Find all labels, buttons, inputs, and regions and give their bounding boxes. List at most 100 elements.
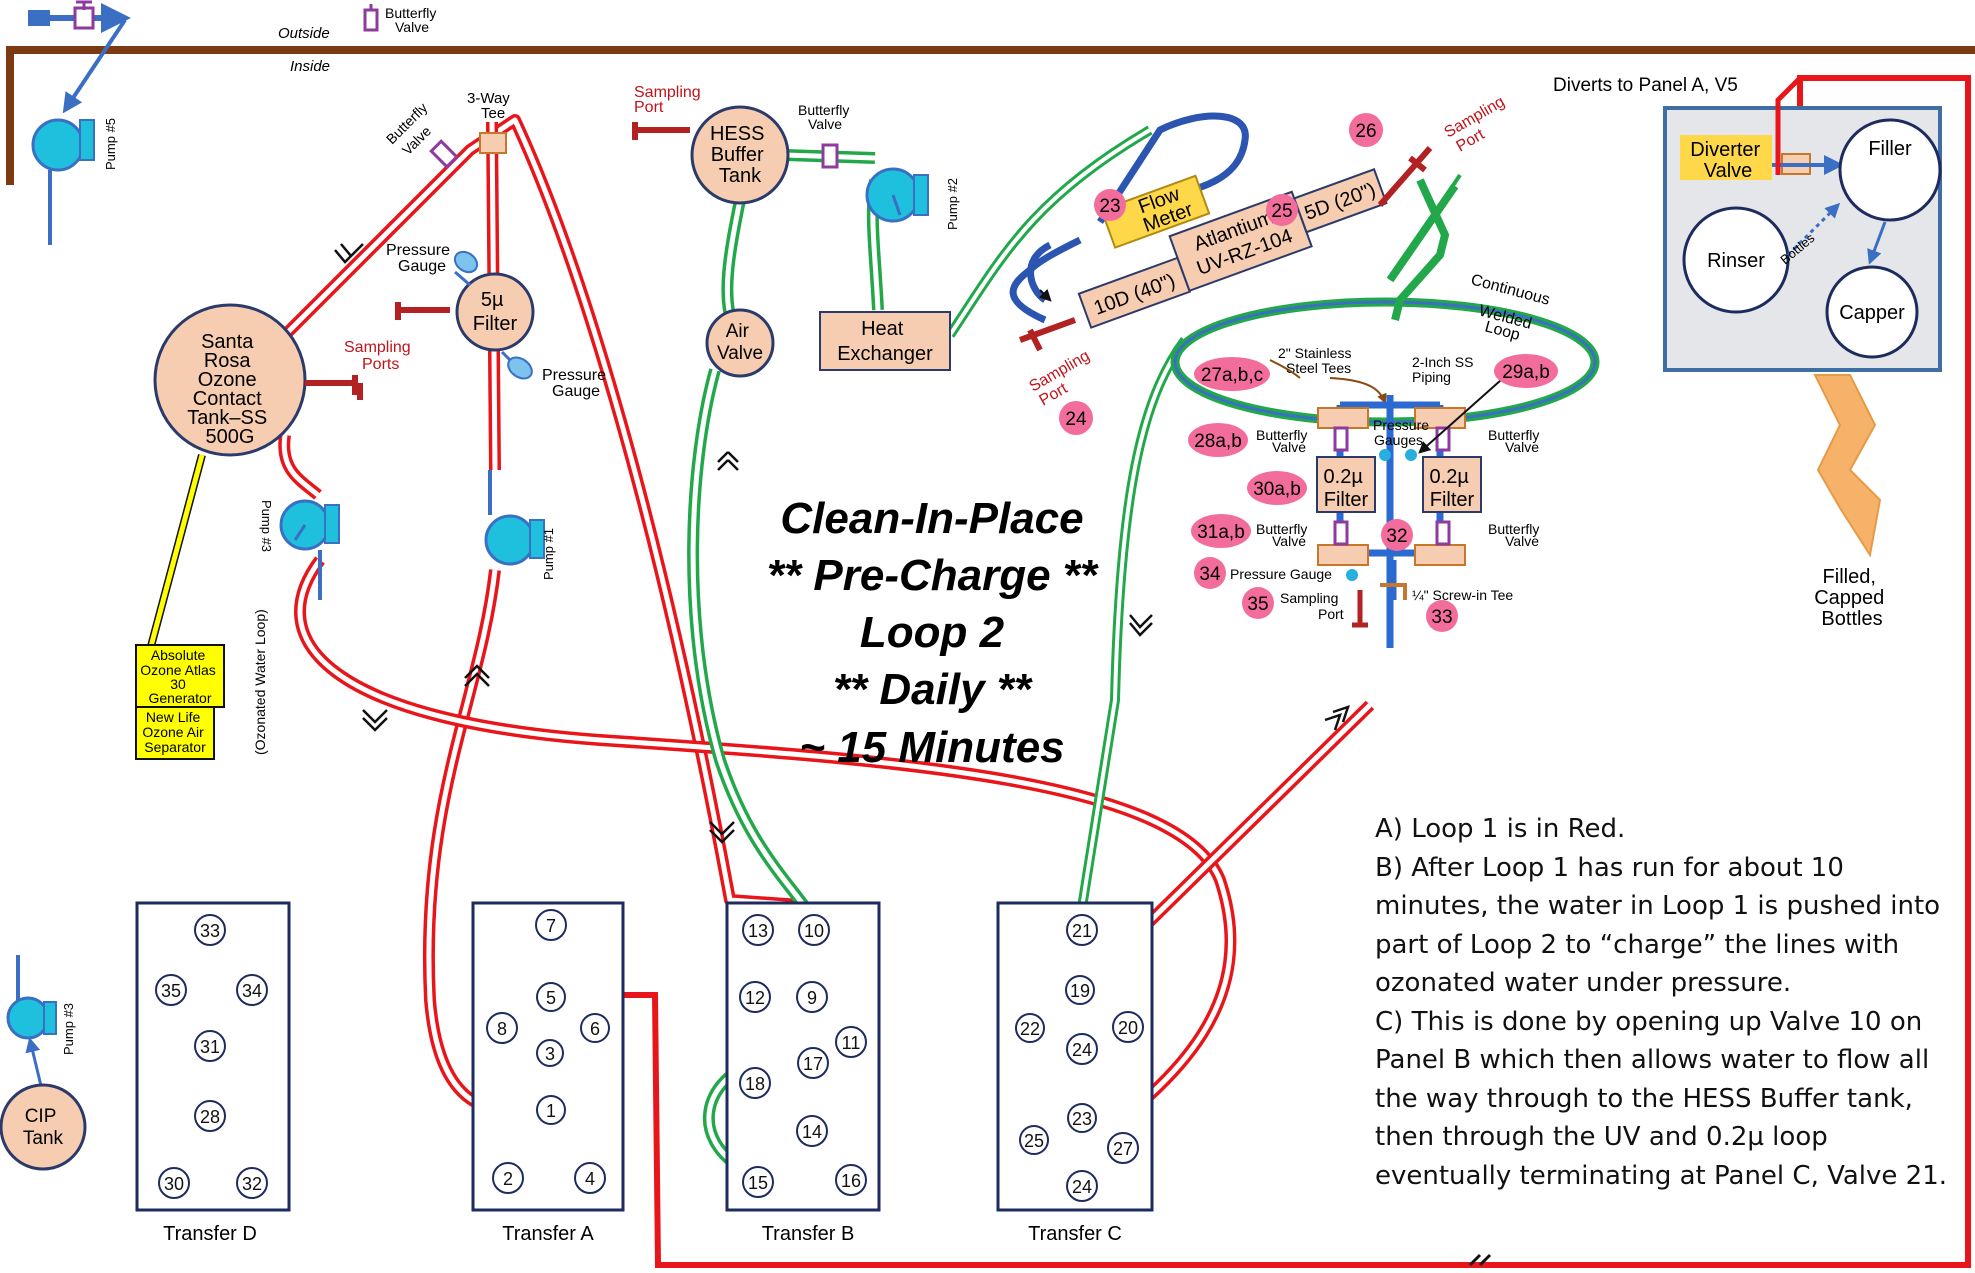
svg-text:Sampling: Sampling [1280,590,1338,606]
svg-text:Absolute Ozone Atlas: Absolute Ozone Atlas 30 Generator [140,647,219,706]
svg-text:New Life Ozone Air: New Life Ozone Air Separator [142,709,207,755]
badge-35: 35 [1242,587,1274,619]
note-a: A) Loop 1 is in Red. [1375,814,1626,844]
svg-text:0.2µ Filter: 0.2µ Filter [1324,466,1369,511]
filter-02-right: 0.2µ Filter [1422,456,1482,513]
air-separator: New Life Ozone Air Separator [135,706,215,760]
svg-text:25: 25 [1271,201,1292,222]
svg-text:Butterfly: Butterfly [1256,521,1307,537]
svg-text:Transfer A: Transfer A [502,1223,594,1245]
svg-text:33: 33 [1431,607,1452,628]
svg-text:27a,b,c: 27a,b,c [1201,365,1263,386]
svg-text:1: 1 [546,1101,556,1121]
svg-text:Santa Rosa Ozone: Santa Rosa Ozone Contact Tank–SS 500G [187,331,273,448]
badge-28: 28a,b [1188,423,1248,457]
svg-text:Valve: Valve [1505,533,1539,549]
badge-32: 32 [1381,519,1413,551]
svg-text:Capper: Capper [1839,302,1905,324]
svg-text:28: 28 [200,1107,220,1127]
svg-text:35: 35 [1247,594,1268,615]
three-way-tee: 3-Way Tee [467,90,510,154]
svg-text:Rinser: Rinser [1707,250,1765,272]
svg-text:Pump #3: Pump #3 [61,1003,76,1055]
svg-text:Pump #2: Pump #2 [945,178,960,230]
svg-text:32: 32 [1386,526,1407,547]
stainless-tees-label: 2" Stainless Steel Tees [1269,345,1387,404]
filling-station: Diverts to Panel A, V5 Diverter Valve Fi… [1553,75,1942,630]
badge-23: 23 [1094,189,1126,221]
badge-25: 25 [1266,194,1298,226]
svg-text:Loop 2: Loop 2 [860,608,1005,657]
svg-text:Butterfly: Butterfly [1488,521,1539,537]
diverts-label: Diverts to Panel A, V5 [1553,75,1738,96]
svg-text:0.2µ Filter: 0.2µ Filter [1430,466,1475,511]
svg-text:Valve: Valve [1505,439,1539,455]
svg-text:4: 4 [585,1169,595,1189]
heat-exchanger: Heat Exchanger [819,311,951,371]
svg-text:Port: Port [1318,606,1344,622]
badge-33: 33 [1426,600,1458,632]
badge-31: 31a,b [1191,514,1251,548]
svg-text:Clean-In-Place: Clean-In-Place [780,494,1083,543]
svg-text:35: 35 [161,981,181,1001]
sampling-port-hess: Sampling Port [632,84,701,140]
svg-text:10: 10 [804,921,824,941]
svg-text:6: 6 [590,1019,600,1039]
svg-text:Pressure Gauge: Pressure Gauge [1230,566,1332,582]
svg-text:2-Inch SS: 2-Inch SS [1412,354,1473,370]
svg-text:31: 31 [200,1037,220,1057]
transfer-panel-d: Transfer D 33 35 34 31 28 30 32 [135,901,291,1245]
svg-text:24: 24 [1072,1177,1092,1197]
sampling-port-uv-bottom: Sampling Port [1027,347,1093,409]
svg-text:2: 2 [503,1169,513,1189]
svg-text:8: 8 [497,1019,507,1039]
inside-label: Inside [290,58,330,75]
ss-piping-label: 2-Inch SS Piping [1412,354,1473,385]
sampling-ports-tank: Sampling Ports [305,302,450,400]
svg-text:~ 15 Minutes: ~ 15 Minutes [799,723,1064,772]
svg-text:** Daily **: ** Daily ** [833,665,1033,714]
svg-text:3: 3 [545,1044,555,1064]
air-valve: Air Valve [705,308,775,378]
svg-text:Pressure: Pressure [1373,417,1429,433]
outside-label: Outside [278,25,330,42]
svg-text:27: 27 [1113,1139,1133,1159]
svg-text:Tee: Tee [481,105,505,122]
hess-buffer-tank: HESS Buffer Tank [690,105,790,205]
svg-text:2" Stainless: 2" Stainless [1278,345,1351,361]
svg-text:20: 20 [1118,1018,1138,1038]
svg-text:26: 26 [1355,121,1376,142]
svg-text:Port: Port [634,99,664,116]
svg-text:7: 7 [546,916,556,936]
intake-valve [28,0,131,33]
svg-text:34: 34 [242,981,262,1001]
svg-text:33: 33 [200,921,220,941]
filter-02-left: 0.2µ Filter [1316,456,1376,513]
svg-text:Pressure: Pressure [542,367,606,384]
svg-text:Heat Exchanger: Heat Exchanger [837,318,933,365]
svg-text:22: 22 [1020,1019,1040,1039]
svg-text:17: 17 [803,1054,823,1074]
svg-text:12: 12 [745,988,765,1008]
svg-text:31a,b: 31a,b [1197,522,1245,543]
svg-text:21: 21 [1072,921,1092,941]
svg-text:28a,b: 28a,b [1194,431,1242,452]
svg-text:Valve: Valve [395,19,429,35]
note-c: C) This is done by opening up Valve 10 o… [1375,1006,1948,1191]
pump-2: Pump #2 [865,167,960,230]
svg-text:14: 14 [802,1122,822,1142]
svg-text:Transfer D: Transfer D [163,1223,257,1245]
svg-text:** Pre-Charge **: ** Pre-Charge ** [767,551,1099,600]
svg-text:Sampling: Sampling [344,339,411,356]
filter-5-micron: 5µ Filter [455,272,535,352]
svg-text:30: 30 [164,1174,184,1194]
svg-text:Filler: Filler [1868,138,1912,160]
svg-text:Diverter Valve: Diverter Valve [1690,139,1766,182]
svg-text:Pressure: Pressure [386,242,450,259]
svg-text:Valve: Valve [1272,533,1306,549]
svg-text:30a,b: 30a,b [1253,479,1301,500]
ozonated-loop-label: (Ozonated Water Loop) [252,609,268,755]
note-b: B) After Loop 1 has run for about 10 min… [1375,852,1941,999]
svg-text:Pump #3: Pump #3 [259,500,274,552]
butterfly-valve-hess: Butterfly Valve [798,102,849,169]
